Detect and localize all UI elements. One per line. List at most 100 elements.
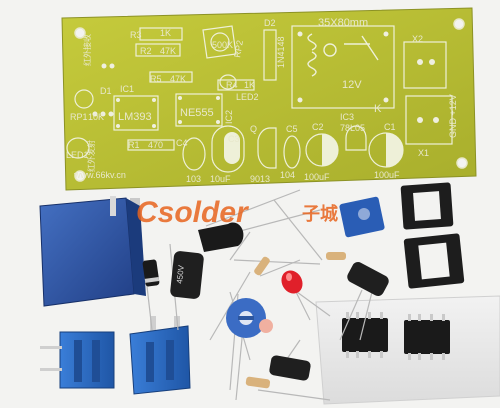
label-ic1: IC1 [120, 84, 134, 94]
mount-hole [453, 18, 465, 30]
electrolytic-capacitor [347, 262, 389, 296]
watermark-text: Csolder [136, 196, 250, 229]
c2-fill [322, 134, 338, 166]
x1-outline [405, 95, 453, 145]
label-r3: R3 [130, 30, 142, 40]
label-c2: C2 [312, 122, 324, 132]
label-emitter-cn: 红外发射 [86, 140, 96, 172]
parts-bag [315, 295, 500, 405]
label-c5: C5 [286, 124, 298, 134]
label-rp2-pot: 500K [212, 40, 233, 50]
mount-hole [74, 170, 86, 182]
rp2-outline [202, 25, 237, 59]
ic-chip [342, 318, 388, 352]
trimmer-square [339, 196, 385, 238]
label-r4: R4 [226, 80, 238, 90]
label-r1-val: 470 [148, 140, 163, 150]
ceramic-capacitor [259, 319, 273, 333]
terminal-block [40, 331, 115, 389]
resistor [245, 376, 271, 389]
label-ic3-val: 78L05 [340, 123, 365, 133]
c5-outline [283, 135, 301, 169]
label-gnd-12v: GND +12V [448, 94, 458, 138]
led-red [281, 270, 303, 294]
label-relay-k: K [374, 103, 382, 115]
cap-marking: 450V [175, 264, 186, 284]
label-x1: X1 [418, 148, 429, 158]
solder-pads [92, 31, 439, 128]
relay-coil-symbol [307, 33, 379, 77]
label-r1: R1 [128, 140, 140, 150]
ic-socket [403, 233, 465, 289]
label-ic3: IC3 [340, 112, 354, 122]
label-r5: R5 [150, 74, 162, 84]
label-c1: C1 [384, 122, 396, 132]
label-receiver-cn: 红外接收 [82, 34, 92, 66]
relay [39, 196, 146, 307]
label-c4: C4 [176, 138, 188, 148]
label-r2: R2 [140, 46, 152, 56]
transistor [198, 222, 244, 252]
diode [142, 259, 160, 287]
label-relay-voltage: 12V [342, 79, 362, 91]
label-rp1-val: 10K [88, 112, 104, 122]
label-c1-val: 100uF [374, 170, 400, 180]
pcb-board: R3 1K R2 47K R5 47K 500K RP2 R4 1K LED2 … [61, 7, 477, 191]
label-c3-val: 10uF [210, 174, 231, 184]
label-x2: X2 [412, 34, 423, 44]
c1-fill [386, 133, 403, 167]
label-c2-val: 100uF [304, 172, 330, 182]
watermark-text-cn: 子城 [302, 203, 338, 224]
r1-outline [127, 139, 175, 151]
c3-fill [224, 132, 240, 164]
ic2-outline [175, 93, 223, 127]
label-d1: D1 [100, 86, 112, 96]
label-rp1: RP1 [70, 112, 88, 122]
r2-outline [135, 43, 181, 57]
d2-outline [263, 29, 277, 81]
led2-outline [219, 74, 237, 90]
electrolytic-capacitor [269, 355, 311, 381]
label-rp2: RP2 [232, 39, 245, 58]
label-r4-val: 1K [244, 80, 255, 90]
label-r2-val: 47K [160, 46, 176, 56]
r3-outline [139, 27, 183, 41]
x2-outline [403, 41, 447, 89]
ic-chip [404, 320, 450, 354]
watermark: Csolder 子城 [136, 196, 338, 229]
relay-outline [291, 25, 395, 109]
rp2-circle [210, 32, 230, 52]
label-site: www.66kv.cn [73, 170, 126, 180]
label-r3-val: 1K [160, 28, 171, 38]
label-led1: LED1 [66, 150, 89, 160]
label-c4-val: 103 [186, 174, 201, 184]
terminal-block [129, 316, 191, 395]
label-ic2: IC2 [224, 110, 234, 124]
label-led2: LED2 [236, 92, 259, 102]
resistor [326, 252, 346, 260]
rp1-outline [74, 89, 94, 109]
mount-hole [74, 27, 86, 39]
c3-outline [211, 125, 245, 173]
label-c5-val: 104 [280, 170, 295, 180]
label-c3: C3 [228, 134, 240, 144]
trimmer-round [226, 298, 266, 338]
electrolytic-capacitor: 450V [170, 251, 204, 299]
q-outline [257, 127, 277, 169]
c4-outline [182, 137, 206, 171]
label-r5-val: 47K [170, 74, 186, 84]
ic-socket [400, 182, 454, 230]
label-ic2-chip: NE555 [180, 107, 214, 119]
r5-outline [149, 71, 193, 83]
led1-outline [66, 137, 90, 159]
label-ic1-chip: LM393 [118, 111, 152, 123]
mount-hole [456, 157, 468, 169]
label-q: Q [250, 124, 257, 134]
label-d2-val: 1N4148 [276, 36, 286, 68]
resistor [254, 256, 270, 276]
ic3-outline [345, 125, 367, 151]
label-d2: D2 [264, 18, 276, 28]
ic1-outline [113, 95, 159, 131]
